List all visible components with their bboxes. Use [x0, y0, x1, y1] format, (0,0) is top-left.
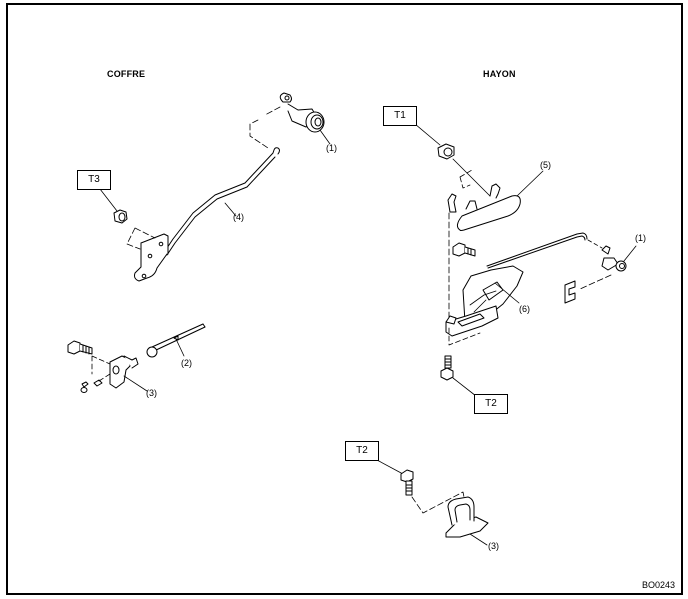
callout-coffre-lock-cylinder: (1)	[326, 143, 337, 153]
coffre-nut-assembly-line	[126, 227, 156, 250]
diagram-frame	[6, 3, 683, 595]
coffre-cable	[146, 323, 206, 358]
callout-hayon-striker: (3)	[488, 541, 499, 551]
callout-coffre-striker: (3)	[146, 388, 157, 398]
hayon-latch-assembly	[445, 265, 524, 337]
coffre-bracket	[134, 233, 169, 282]
hayon-nut-assembly-line	[459, 169, 473, 189]
callout-hayon-latch: (6)	[519, 304, 530, 314]
hayon-rod	[486, 232, 603, 269]
hayon-clip	[564, 280, 576, 304]
coffre-nut	[99, 188, 128, 224]
callout-coffre-cable: (2)	[181, 358, 192, 368]
torque-label-t1: T1	[383, 106, 417, 126]
hayon-nut	[414, 123, 491, 197]
section-title-coffre: COFFRE	[107, 69, 146, 79]
figure-id: BO0243	[642, 580, 676, 590]
torque-label-t3: T3	[77, 170, 111, 190]
callout-hayon-lock-cylinder: (1)	[635, 233, 646, 243]
hayon-clip-assembly-line	[579, 274, 612, 290]
coffre-rod	[164, 147, 280, 256]
coffre-assembly-line	[249, 106, 281, 149]
callout-hayon-handle: (5)	[540, 160, 551, 170]
coffre-striker-assembly	[67, 340, 148, 393]
hayon-lock-cylinder	[601, 245, 637, 272]
torque-label-t2-latch: T2	[474, 394, 508, 414]
hayon-bolt-upper	[452, 242, 476, 257]
hayon-handle	[447, 170, 544, 231]
section-title-hayon: HAYON	[483, 69, 516, 79]
hayon-latch-bolt-line	[448, 327, 481, 346]
coffre-striker-assembly-line	[91, 355, 111, 382]
hayon-bolt-lower	[440, 355, 477, 397]
callout-coffre-rod: (4)	[233, 212, 244, 222]
torque-label-t2-striker: T2	[345, 441, 379, 461]
coffre-lock-cylinder	[279, 92, 331, 145]
hayon-striker-assembly	[376, 459, 489, 546]
